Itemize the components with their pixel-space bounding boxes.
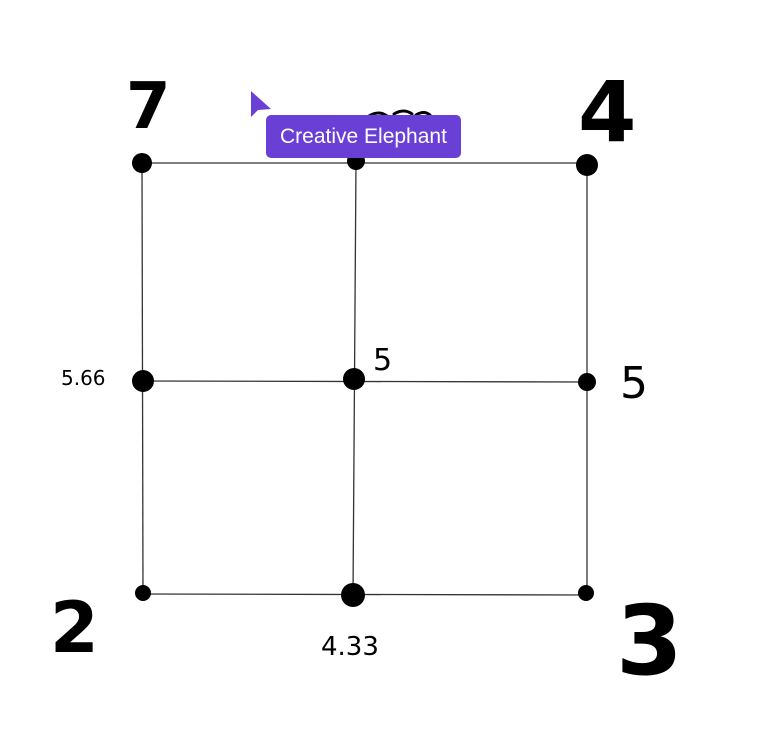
edge-label-right-middle: 5 (620, 358, 648, 409)
edge-label-bottom-middle: 4.33 (321, 632, 379, 662)
edge-label-left-middle: 5.66 (61, 366, 106, 390)
collaborator-cursor-icon (251, 91, 271, 117)
vertex-top-left (132, 153, 152, 173)
corner-label-top-left: 7 (126, 70, 171, 144)
corner-label-top-right: 4 (578, 63, 636, 161)
grid-line-middle-horizontal (142, 380, 588, 383)
edge-label-center: 5 (373, 343, 392, 378)
vertex-bottom-right (578, 585, 594, 601)
vertex-center (343, 368, 365, 390)
corner-label-bottom-right: 3 (616, 585, 683, 697)
collaborator-name: Creative Elephant (280, 124, 447, 148)
collaborator-name-tag: Creative Elephant (266, 115, 461, 158)
vertex-top-right (576, 154, 598, 176)
corner-label-bottom-left: 2 (50, 587, 99, 669)
grid-vertices (132, 152, 598, 607)
vertex-middle-left (132, 370, 154, 392)
vertex-bottom-left (135, 585, 151, 601)
vertex-bottom-middle (341, 583, 365, 607)
vertex-middle-right (578, 373, 596, 391)
